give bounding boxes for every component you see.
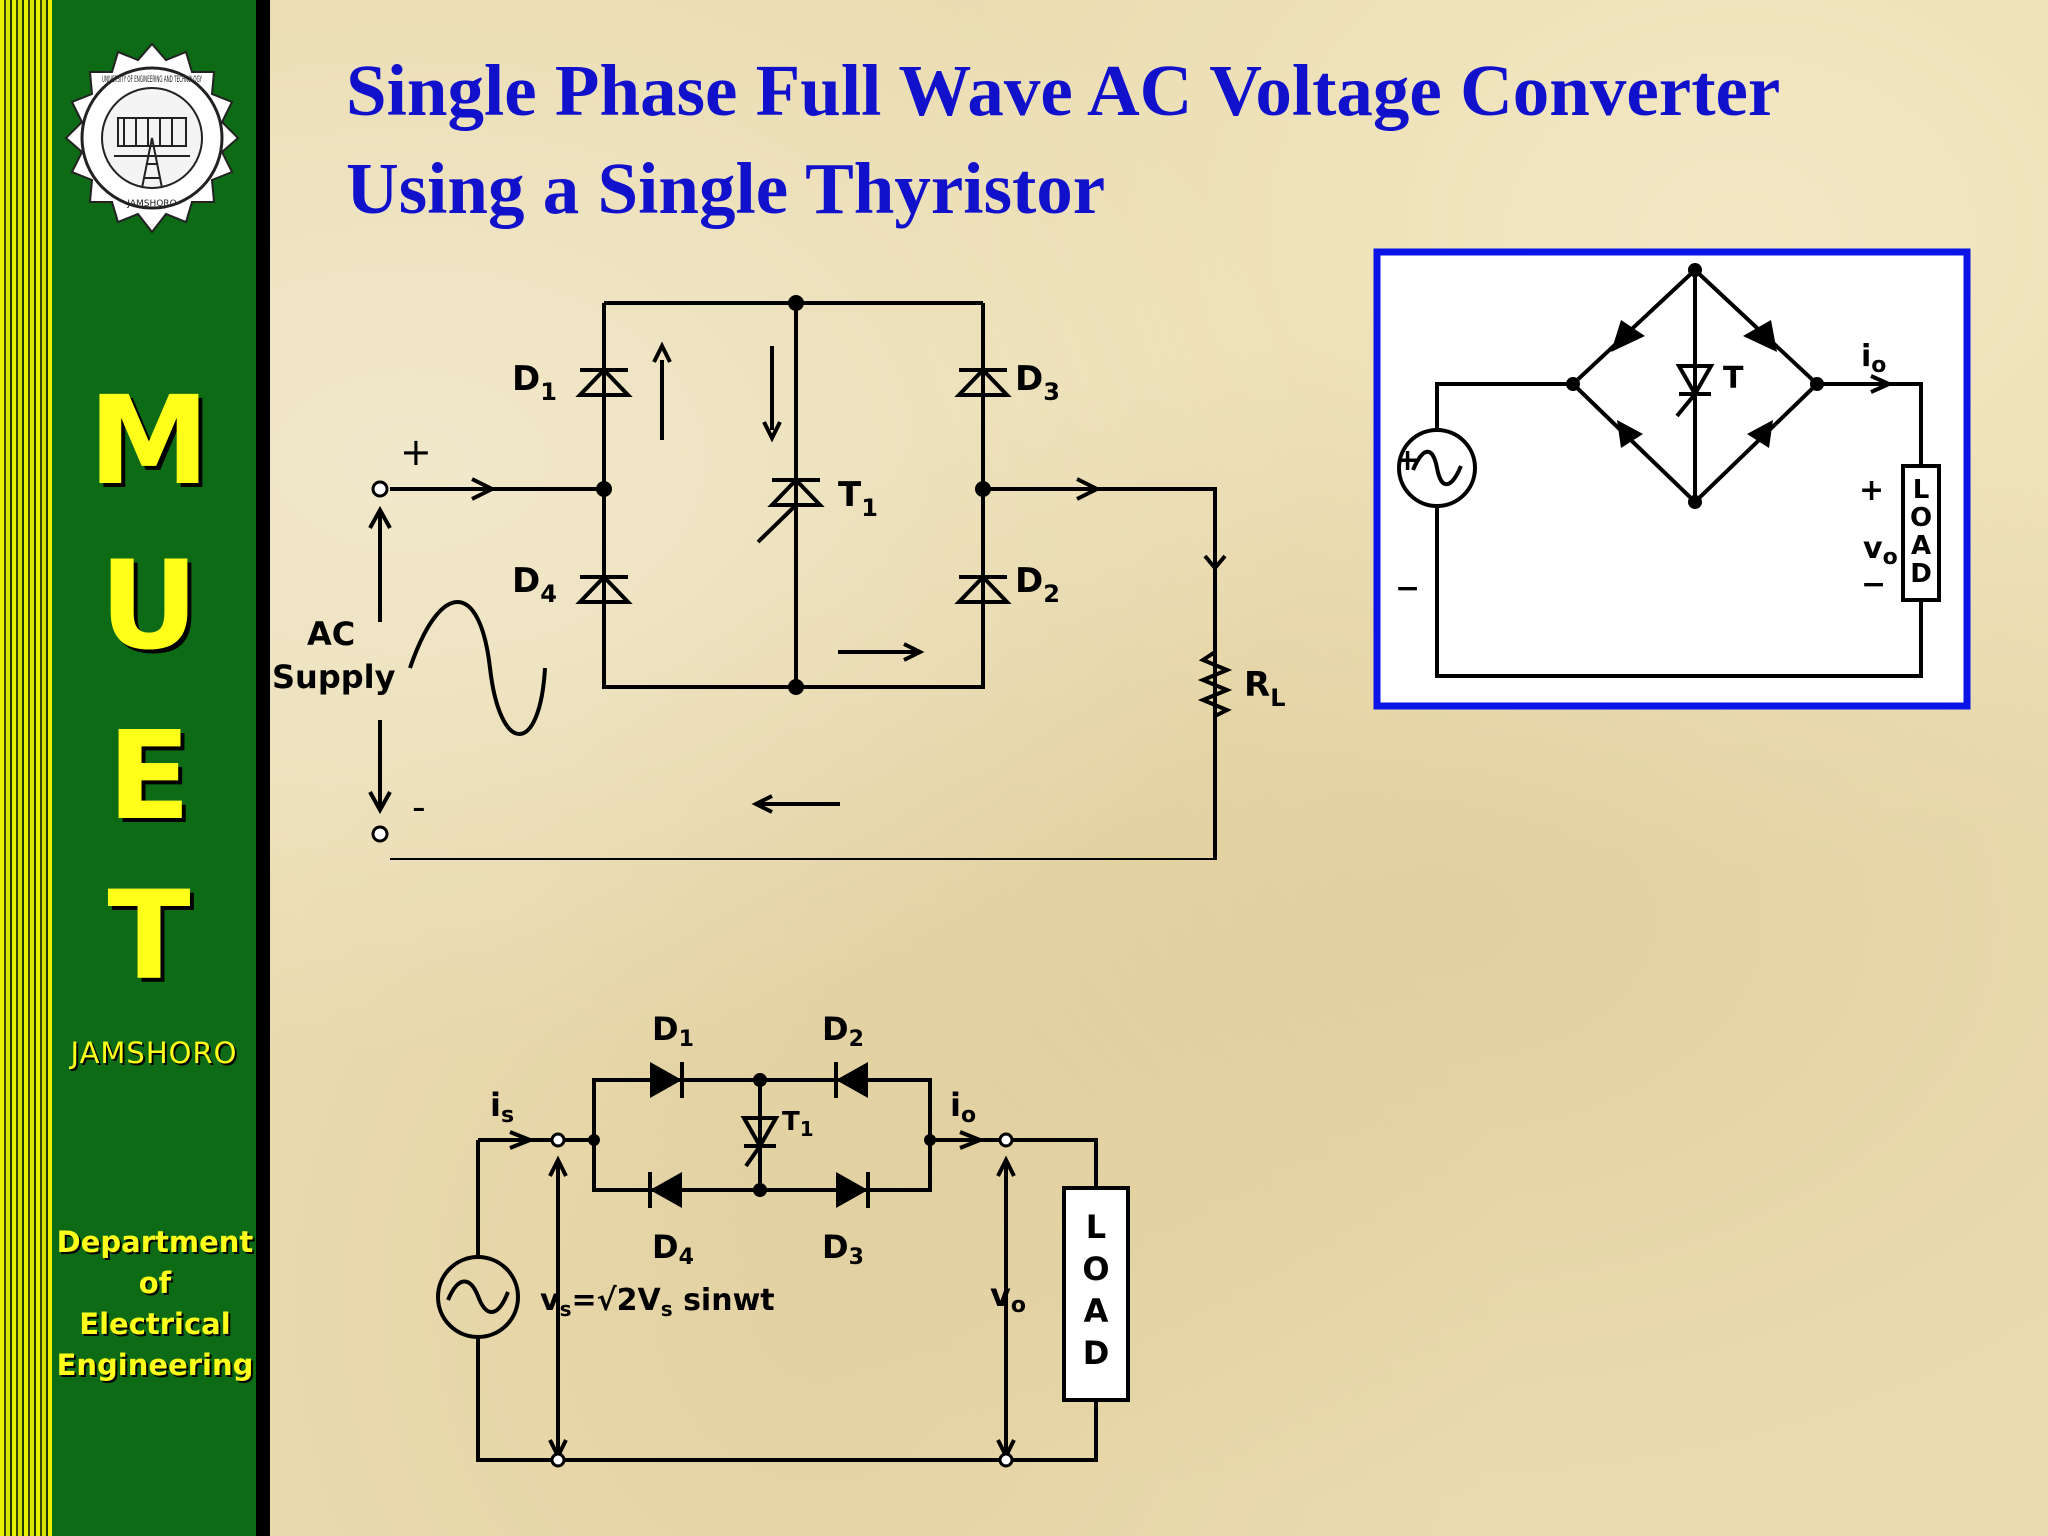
muet-letter-e: E	[107, 705, 191, 847]
slide-title: Single Phase Full Wave AC Voltage Conver…	[346, 42, 2006, 238]
label-plus: +	[400, 430, 432, 474]
label-vo-plus: +	[1859, 473, 1884, 508]
muet-letter-t: T	[107, 865, 191, 1007]
muet-letter-m: M	[88, 370, 210, 512]
label-t1: T1	[782, 1107, 814, 1141]
label-d4: D4	[652, 1228, 694, 1270]
label-vs-equation: vs=√2Vs sinwt	[540, 1283, 775, 1321]
label-minus: -	[412, 785, 426, 829]
label-io: io	[1861, 339, 1886, 378]
boxed-bridge-schematic: T io vo + − + − L O A D	[1373, 248, 1971, 710]
bridge-circuit-diagram: D1 D4 D3 D2 T1 RL AC Supply + -	[272, 295, 1285, 860]
load-letter: D	[1083, 1334, 1110, 1372]
label-d3: D3	[822, 1228, 864, 1270]
load-letter: L	[1086, 1208, 1106, 1246]
label-plus: +	[1395, 443, 1420, 478]
label-is: is	[490, 1086, 514, 1128]
label-d2: D2	[1015, 561, 1060, 608]
label-io: io	[950, 1086, 976, 1128]
department-line-2: of	[138, 1266, 172, 1300]
label-ac: AC	[307, 615, 355, 653]
department-line-4: Engineering	[56, 1348, 254, 1382]
label-rl: RL	[1244, 665, 1285, 712]
label-minus: −	[1395, 571, 1420, 606]
load-letter: A	[1084, 1292, 1109, 1330]
slide-title-line-1: Single Phase Full Wave AC Voltage Conver…	[346, 50, 1781, 131]
label-supply: Supply	[272, 658, 396, 696]
slide-title-line-2: Using a Single Thyristor	[346, 148, 1106, 229]
logo-city-text: JAMSHORO	[126, 199, 176, 209]
muet-letter-u: U	[99, 535, 199, 677]
load-letter: O	[1910, 503, 1932, 533]
sidebar-border	[256, 0, 270, 1536]
label-d1: D1	[512, 359, 557, 406]
label-vo-minus: −	[1861, 567, 1886, 602]
load-letter: O	[1082, 1250, 1109, 1288]
load-letter: D	[1910, 559, 1932, 589]
label-t1: T1	[838, 475, 878, 522]
department-label: Department of Electrical Engineering	[52, 1222, 258, 1386]
university-seal-logo: UNIVERSITY OF ENGINEERING AND TECHNOLOGY…	[64, 42, 240, 234]
inline-bridge-circuit: D1 D2 D3 D4 T1 is io vs=√2Vs sinwt vo L …	[436, 1010, 1130, 1468]
label-vo: vo	[990, 1276, 1026, 1318]
label-t: T	[1723, 361, 1744, 396]
load-letter: A	[1911, 531, 1931, 561]
label-d3: D3	[1015, 359, 1060, 406]
label-d1: D1	[652, 1010, 694, 1052]
city-label: JAMSHORO	[70, 1036, 238, 1070]
label-vo: vo	[1863, 531, 1898, 570]
logo-text: UNIVERSITY OF ENGINEERING AND TECHNOLOGY	[102, 75, 202, 85]
department-line-1: Department	[56, 1225, 254, 1259]
load-letter: L	[1913, 475, 1930, 505]
label-d2: D2	[822, 1010, 864, 1052]
label-d4: D4	[512, 561, 557, 608]
sidebar-stripes	[0, 0, 52, 1536]
department-line-3: Electrical	[79, 1307, 231, 1341]
